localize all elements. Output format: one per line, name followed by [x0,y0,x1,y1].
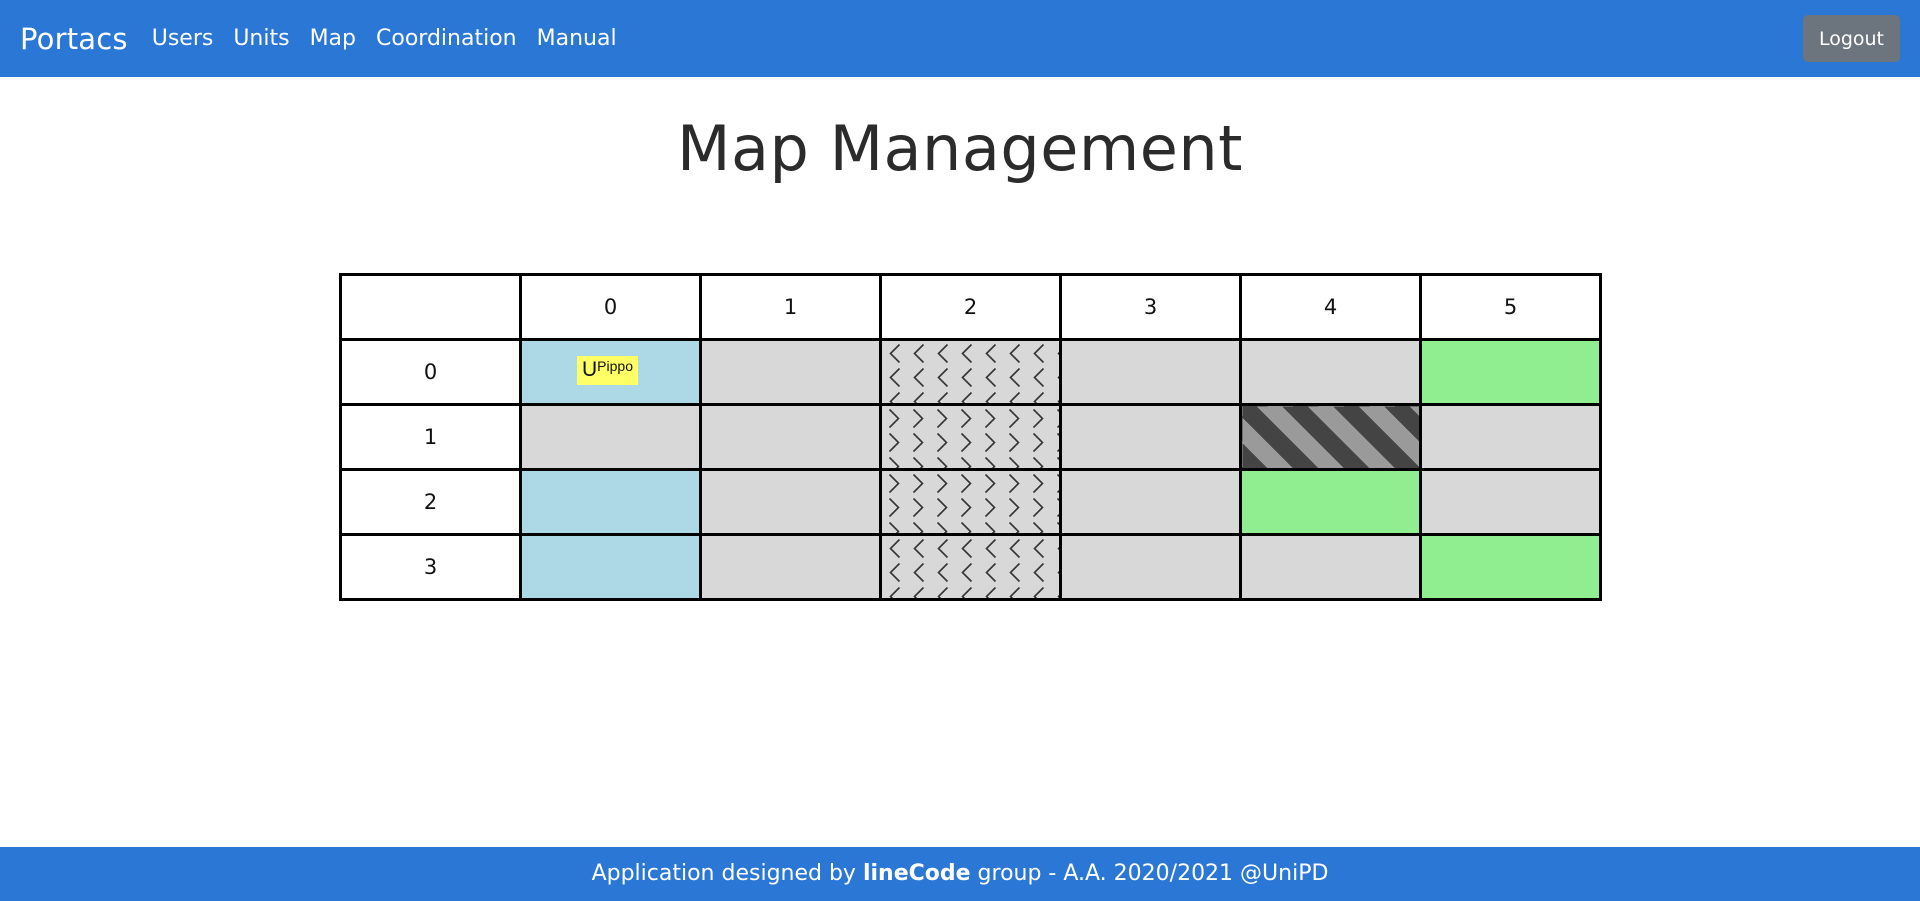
footer-prefix: Application designed by [591,861,863,886]
unit-marker[interactable]: UPippo [577,356,638,385]
map-cell[interactable] [699,403,882,471]
row-header: 3 [339,533,522,601]
map-cell[interactable] [1239,403,1422,471]
grid-corner-cell [339,273,522,341]
map-cell[interactable] [879,403,1062,471]
column-header: 2 [879,273,1062,341]
nav-link-units[interactable]: Units [233,26,290,51]
column-header: 1 [699,273,882,341]
row-header: 2 [339,468,522,536]
map-cell[interactable] [1059,338,1242,406]
column-header: 0 [519,273,702,341]
footer-group-name: lineCode [862,861,971,886]
map-cell[interactable] [1239,533,1422,601]
map-cell[interactable] [519,468,702,536]
nav-link-coordination[interactable]: Coordination [376,26,517,51]
map-cell[interactable] [1059,403,1242,471]
brand-link[interactable]: Portacs [20,21,128,56]
map-cell[interactable]: UPippo [519,338,702,406]
column-header: 3 [1059,273,1242,341]
unit-name: Pippo [597,358,633,374]
map-cell[interactable] [1059,468,1242,536]
grid-row: 2 [339,468,1602,536]
footer: Application designed by lineCode group -… [0,847,1920,901]
grid-row: 0 UPippo [339,338,1602,406]
grid-header-row: 0 1 2 3 4 5 [339,273,1602,341]
row-header: 0 [339,338,522,406]
logout-button[interactable]: Logout [1802,15,1900,62]
map-cell[interactable] [1239,468,1422,536]
navbar: Portacs Users Units Map Coordination Man… [0,0,1920,77]
page-title: Map Management [677,112,1243,185]
map-cell[interactable] [1419,533,1602,601]
nav-link-manual[interactable]: Manual [536,26,617,51]
nav-link-users[interactable]: Users [151,26,214,51]
nav-links: Users Units Map Coordination Manual [152,26,637,51]
map-cell[interactable] [519,403,702,471]
column-header: 4 [1239,273,1422,341]
map-cell[interactable] [879,533,1062,601]
map-cell[interactable] [1419,403,1602,471]
map-cell[interactable] [519,533,702,601]
grid-row: 1 [339,403,1602,471]
map-cell[interactable] [879,468,1062,536]
grid-row: 3 [339,533,1602,601]
column-header: 5 [1419,273,1602,341]
map-cell[interactable] [699,533,882,601]
map-cell[interactable] [699,338,882,406]
nav-link-map[interactable]: Map [309,26,357,51]
footer-suffix: group - A.A. 2020/2021 @UniPD [970,861,1329,886]
map-cell[interactable] [879,338,1062,406]
map-cell[interactable] [1239,338,1422,406]
unit-symbol: U [582,358,598,381]
map-grid: 0 1 2 3 4 5 0 UPippo 1 [339,273,1602,601]
map-cell[interactable] [1419,338,1602,406]
row-header: 1 [339,403,522,471]
map-cell[interactable] [699,468,882,536]
map-cell[interactable] [1419,468,1602,536]
map-cell[interactable] [1059,533,1242,601]
